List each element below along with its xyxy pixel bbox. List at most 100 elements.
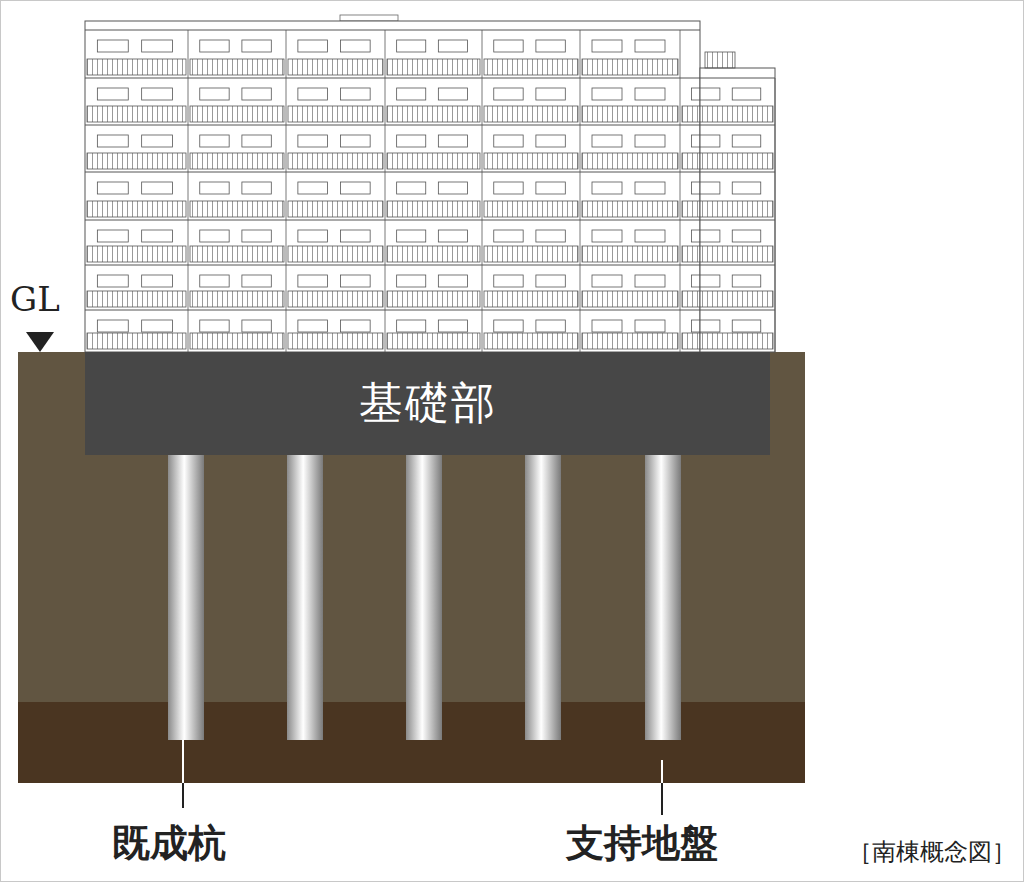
balcony-railing — [682, 333, 773, 349]
balcony-railing — [682, 201, 773, 217]
column-line — [188, 125, 189, 172]
window — [97, 88, 128, 100]
window — [298, 320, 328, 332]
foundation-label: 基礎部 — [359, 374, 497, 433]
balcony-railing — [288, 201, 383, 217]
balcony-railing — [288, 333, 383, 349]
balcony-railing — [288, 153, 383, 169]
window — [494, 88, 523, 100]
window — [340, 230, 370, 242]
balcony-railing — [682, 106, 773, 122]
column-line — [188, 220, 189, 265]
roof-railing — [705, 52, 735, 68]
column-line — [385, 78, 386, 125]
column-line — [580, 265, 581, 310]
window — [635, 88, 665, 100]
window — [200, 40, 229, 52]
window — [494, 320, 523, 332]
window — [340, 88, 370, 100]
column-line — [482, 220, 483, 265]
floor-line — [85, 172, 775, 173]
window — [97, 275, 128, 287]
window — [397, 182, 426, 194]
column-line — [680, 30, 681, 78]
balcony-railing — [582, 59, 678, 75]
window — [97, 182, 128, 194]
pile-label: 既成杭 — [112, 824, 226, 862]
column-line — [188, 78, 189, 125]
leader-line — [182, 783, 184, 808]
column-line — [482, 78, 483, 125]
balcony-railing — [682, 246, 773, 262]
window — [340, 40, 370, 52]
window — [200, 135, 229, 147]
balcony-railing — [582, 333, 678, 349]
window — [592, 40, 622, 52]
window — [635, 40, 665, 52]
column-line — [580, 125, 581, 172]
balcony-railing — [484, 153, 578, 169]
window — [142, 88, 173, 100]
building-outline — [85, 21, 700, 352]
balcony-railing — [484, 59, 578, 75]
window — [97, 40, 128, 52]
window — [592, 275, 622, 287]
window — [438, 135, 467, 147]
balcony-railing — [387, 246, 480, 262]
window — [494, 40, 523, 52]
window — [438, 40, 467, 52]
window — [536, 40, 565, 52]
gl-triangle — [26, 332, 54, 352]
window — [635, 275, 665, 287]
column-line — [482, 125, 483, 172]
window — [242, 88, 271, 100]
window — [732, 182, 761, 194]
window — [397, 275, 426, 287]
window — [691, 135, 720, 147]
window — [298, 135, 328, 147]
column-line — [385, 172, 386, 220]
window — [298, 40, 328, 52]
column-line — [680, 310, 681, 352]
window — [397, 320, 426, 332]
window — [298, 275, 328, 287]
column-line — [775, 310, 776, 352]
balcony-railing — [387, 201, 480, 217]
window — [97, 135, 128, 147]
balcony-railing — [87, 153, 186, 169]
window — [200, 320, 229, 332]
window — [635, 182, 665, 194]
balcony-railing — [87, 333, 186, 349]
floor-line — [85, 30, 700, 31]
window — [340, 320, 370, 332]
window — [200, 275, 229, 287]
window — [592, 135, 622, 147]
window — [397, 135, 426, 147]
window — [438, 320, 467, 332]
window — [142, 320, 173, 332]
precast-pile — [406, 452, 442, 740]
window — [691, 275, 720, 287]
window — [592, 320, 622, 332]
window — [536, 182, 565, 194]
window — [340, 135, 370, 147]
leader-line — [182, 740, 184, 783]
balcony-railing — [190, 106, 284, 122]
floor-line — [85, 78, 775, 79]
balcony-railing — [288, 106, 383, 122]
window — [494, 230, 523, 242]
column-line — [286, 125, 287, 172]
column-line — [188, 172, 189, 220]
leader-line — [661, 783, 663, 815]
window — [242, 182, 271, 194]
ground-level-label: GL — [10, 282, 60, 316]
column-line — [680, 265, 681, 310]
column-line — [286, 30, 287, 78]
column-line — [286, 310, 287, 352]
column-line — [482, 310, 483, 352]
column-line — [680, 220, 681, 265]
balcony-railing — [582, 201, 678, 217]
floor-line — [85, 265, 775, 266]
window — [732, 275, 761, 287]
balcony-railing — [387, 106, 480, 122]
